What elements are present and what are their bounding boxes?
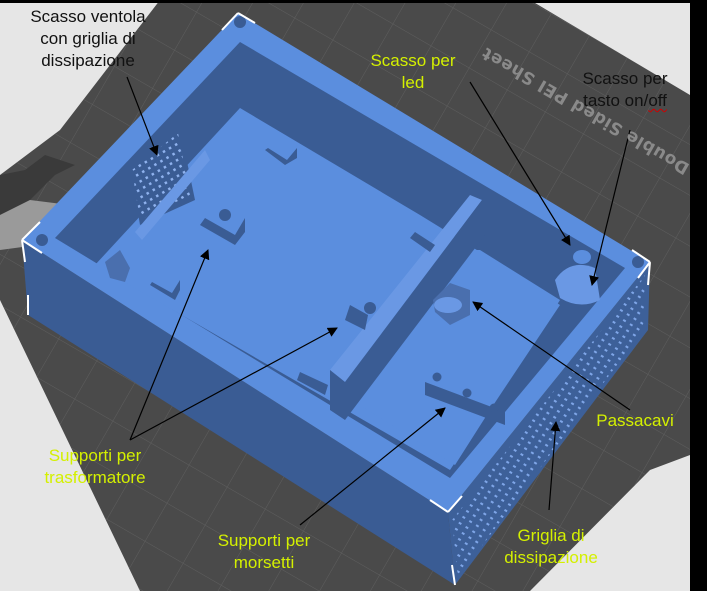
annotation-switch-cutout: Scasso per tasto on/off (582, 69, 668, 110)
annotation-arrows (126, 76, 631, 526)
window-top-edge (0, 0, 707, 3)
3d-scene[interactable] (0, 0, 690, 591)
led-hole (573, 250, 591, 264)
annotation-cable-gland: Passacavi (596, 411, 674, 430)
annotation-transformer-supports: Supporti per trasformatore (44, 446, 146, 487)
annotation-led-cutout: Scasso per led (370, 51, 456, 92)
enclosure-model[interactable] (21, 12, 651, 586)
annotation-vent-grille: Griglia di dissipazione (504, 526, 598, 567)
spellcheck-underline: off (648, 91, 667, 110)
front-wall (22, 240, 455, 585)
slicer-3d-viewport[interactable]: Double Sided PEI Sheet Scasso ventola co… (0, 0, 690, 591)
window-edge (690, 0, 707, 591)
vent-grille-right (452, 275, 645, 578)
terminal-support-bar (425, 382, 505, 425)
divider-wall (330, 195, 482, 382)
switch-cutout (555, 264, 600, 305)
selection-bounding-box (21, 12, 651, 586)
annotation-fan-cutout: Scasso ventola con griglia di dissipazio… (30, 7, 146, 70)
annotation-terminal-supports: Supporti per morsetti (217, 531, 311, 572)
